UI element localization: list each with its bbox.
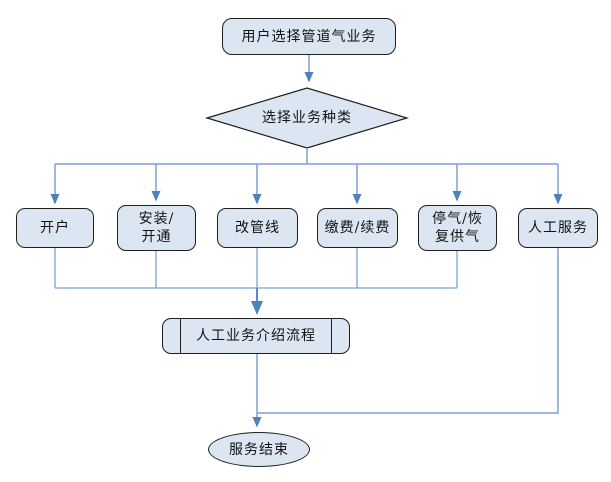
branch-node-label: 改管线 (235, 220, 280, 236)
decision-node: 选择业务种类 (237, 107, 377, 129)
decision-node-label: 选择业务种类 (262, 110, 352, 126)
branch-node-label: 人工服务 (528, 220, 588, 236)
predefined-process-left-bar (180, 319, 181, 353)
decision-diamond-shape (204, 87, 410, 149)
start-node-label: 用户选择管道气业务 (241, 28, 377, 45)
branch-node-label-line2: 开通 (141, 229, 172, 245)
branch-node-change-pipeline: 改管线 (217, 208, 298, 248)
end-node-label: 服务结束 (229, 441, 289, 458)
start-node: 用户选择管道气业务 (222, 18, 396, 55)
branch-node-stop-resume-gas: 停气/恢 复供气 (418, 205, 497, 251)
branch-node-label: 开户 (40, 220, 70, 236)
process-node-manual-intro: 人工业务介绍流程 (162, 318, 350, 354)
process-node-label: 人工业务介绍流程 (196, 328, 316, 344)
branch-node-label-line2: 复供气 (435, 229, 480, 245)
branch-node-install-activate: 安装/ 开通 (117, 205, 196, 251)
branch-node-open-account: 开户 (16, 208, 94, 248)
branch-node-label-line1: 安装/ (138, 211, 175, 227)
connector-manual-service-bypass (257, 248, 559, 414)
predefined-process-right-bar (331, 319, 332, 353)
branch-node-manual-service: 人工服务 (518, 208, 598, 248)
end-node: 服务结束 (208, 432, 310, 467)
branch-node-label-line1: 停气/恢 (432, 211, 483, 227)
branch-node-payment-renewal: 缴费/续费 (317, 208, 398, 248)
branch-node-label: 缴费/续费 (324, 220, 391, 236)
